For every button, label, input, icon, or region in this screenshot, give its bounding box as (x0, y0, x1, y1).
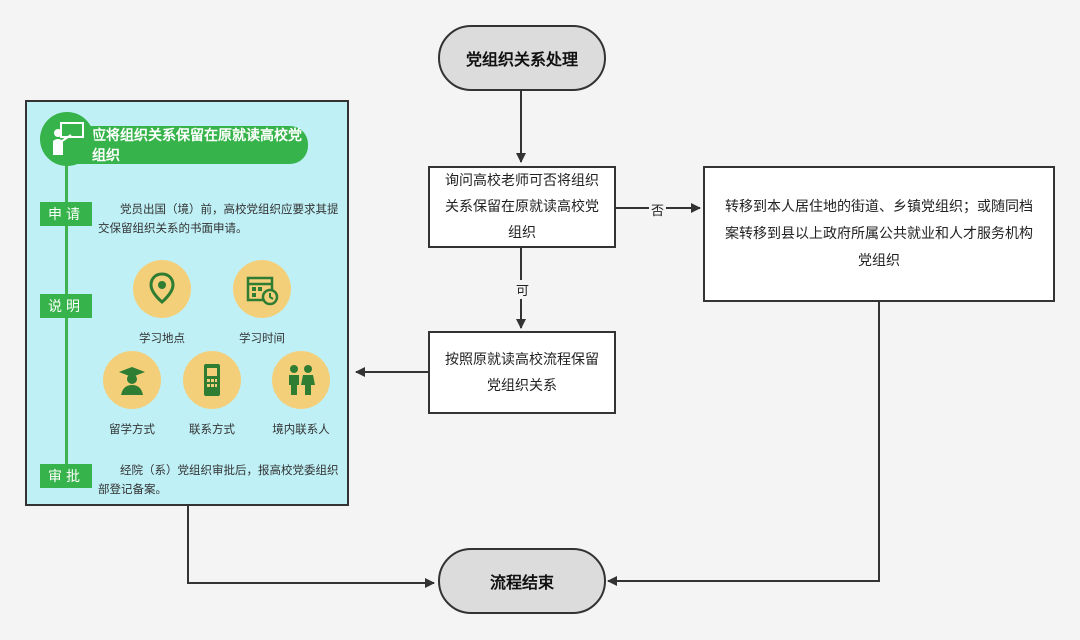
phone-icon (183, 351, 241, 409)
edge-label-yes: 可 (514, 280, 532, 299)
edge-label-no: 否 (649, 200, 667, 219)
graduate-icon (103, 351, 161, 409)
people-icon (272, 351, 330, 409)
edge-transfer-to-end (607, 301, 880, 586)
step-text-approve: 经院（系）党组织审批后，报高校党委组织部登记备案。 (98, 463, 339, 496)
transfer-text: 转移到本人居住地的街道、乡镇党组织；或随同档案转移到县以上政府所属公共就业和人才… (725, 198, 1033, 269)
icon-label-phone: 联系方式 (189, 422, 235, 436)
step-tag-apply: 申请 (40, 202, 92, 226)
question-node: 询问高校老师可否将组织关系保留在原就读高校党组织 (428, 166, 616, 248)
icon-label-people: 境内联系人 (272, 422, 330, 436)
panel-title: 应将组织关系保留在原就读高校党组织 (92, 128, 302, 164)
keep-node: 按照原就读高校流程保留党组织关系 (428, 331, 616, 414)
start-node: 党组织关系处理 (438, 25, 606, 91)
calendar-icon (233, 260, 291, 318)
step-text-apply: 党员出国（境）前，高校党组织应要求其提交保留组织关系的书面申请。 (98, 202, 339, 235)
edge-panel-to-end (187, 505, 435, 588)
icon-label-graduate: 留学方式 (109, 422, 155, 436)
icon-label-calendar: 学习时间 (239, 331, 285, 345)
timeline-line (65, 166, 68, 476)
step-tag-explain: 说明 (40, 294, 92, 318)
question-text: 询问高校老师可否将组织关系保留在原就读高校党组织 (445, 173, 599, 241)
step-tag-approve: 审批 (40, 464, 92, 488)
icon-label-location: 学习地点 (139, 331, 185, 345)
location-icon (133, 260, 191, 318)
end-node: 流程结束 (438, 548, 606, 614)
panel-title-band: 应将组织关系保留在原就读高校党组织 (62, 126, 308, 164)
teacher-icon (40, 112, 94, 166)
transfer-node: 转移到本人居住地的街道、乡镇党组织；或随同档案转移到县以上政府所属公共就业和人才… (703, 166, 1055, 302)
keep-text: 按照原就读高校流程保留党组织关系 (445, 351, 599, 394)
